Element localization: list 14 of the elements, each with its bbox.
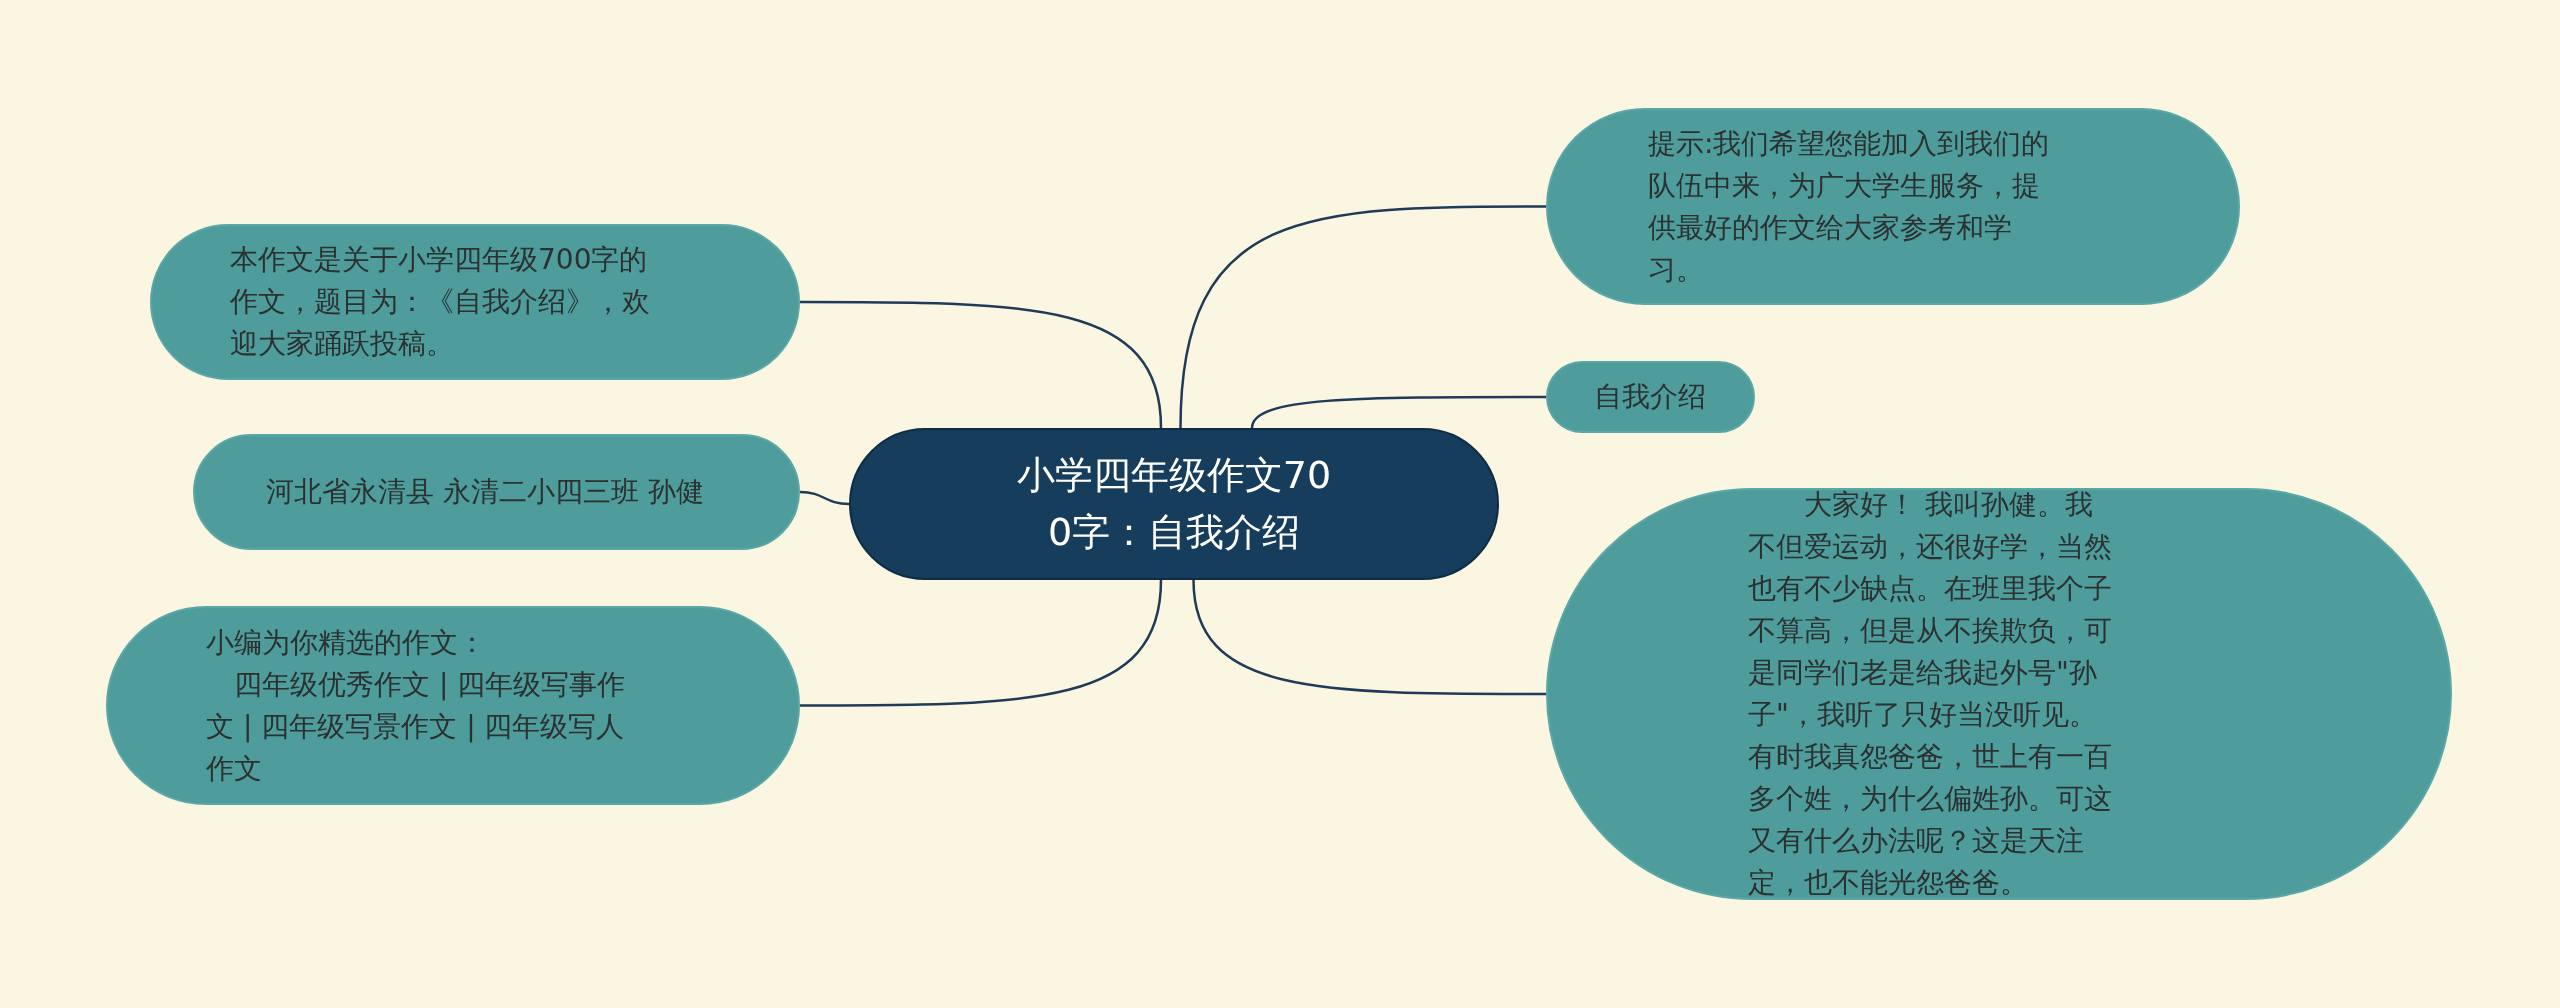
node-text: 四年级优秀作文 | 四年级写事作文 | 四年级写景作文 | 四年级写人作文 bbox=[206, 666, 626, 787]
node-text: 大家好！ 我叫孙健。我不但爱运动，还很好学，当然也有不少缺点。在班里我个子不算高，但是从不挨欺负，可是同学们老是给我起外号"孙子"，我听了只好当没听见。有时我真怨爸爸，世上有一百多个姓，为什么偏姓孙。可这又有什么办法呢？这是天注定，也不能光怨爸爸。 bbox=[1748, 487, 2113, 901]
node-text: 本作文是关于小学四年级700字的作文，题目为：《自我介绍》，欢迎大家踊跃投稿。 bbox=[230, 242, 651, 362]
connector-line bbox=[1179, 205, 1546, 429]
node-text: 小学四年级作文700字：自我介绍 bbox=[1015, 452, 1333, 556]
connector-line bbox=[1250, 395, 1546, 429]
connector-line bbox=[800, 300, 1163, 429]
node-text: 小编为你精选的作文： bbox=[206, 624, 487, 661]
node-text: 自我介绍 bbox=[1594, 379, 1707, 415]
connector-line bbox=[1192, 579, 1546, 696]
connector-line bbox=[799, 490, 850, 506]
node-text: 提示:我们希望您能加入到我们的队伍中来，为广大学生服务，提供最好的作文给大家参考和学习。 bbox=[1648, 125, 2051, 288]
node-text: 河北省永清县 永清二小四三班 孙健 bbox=[265, 474, 705, 510]
connector-line bbox=[800, 579, 1163, 707]
